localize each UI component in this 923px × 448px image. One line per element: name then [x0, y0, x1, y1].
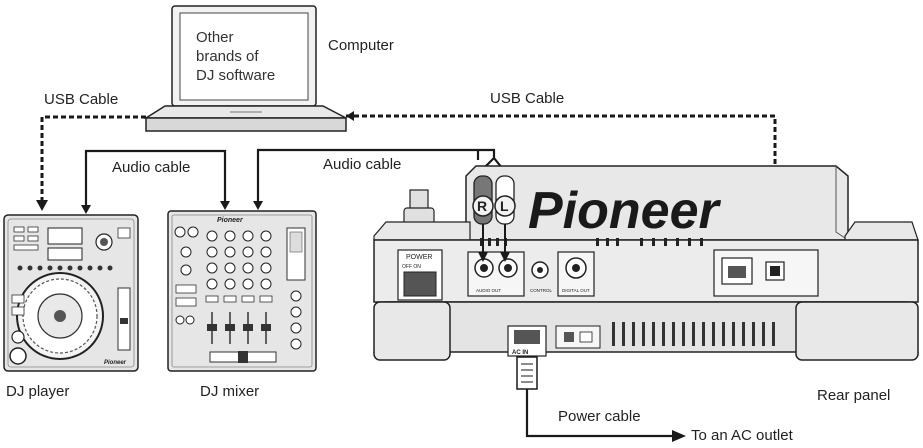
mixer-channel-3: [241, 230, 255, 344]
power-cable: [516, 356, 686, 442]
power-label: POWER: [406, 254, 432, 261]
dj-player: Pioneer: [3, 214, 139, 372]
dj-player-label: DJ player: [6, 383, 70, 400]
usb-cable-left-label: USB Cable: [44, 91, 119, 108]
usb-cable-left: [36, 115, 146, 211]
audio-cable-left-label: Audio cable: [112, 159, 191, 176]
mixer-channel-4: [259, 230, 273, 344]
usb-port: [765, 261, 785, 281]
ac-in-label: AC IN: [512, 350, 528, 356]
rear-panel-device: Pioneer POWER OFF ON: [373, 165, 919, 361]
audio-cable-right-label: Audio cable: [323, 156, 402, 173]
lan-port: [713, 249, 819, 297]
digital-out-jack: DIGITAL OUT: [557, 251, 595, 297]
usb-cable-right-label: USB Cable: [490, 90, 565, 107]
computer-laptop: [143, 5, 347, 132]
mixer-channel-1: [205, 230, 219, 344]
power-switch: POWER OFF ON: [397, 249, 443, 301]
dj-mixer-label: DJ mixer: [200, 383, 260, 400]
mixer-channel-2: [223, 230, 237, 344]
ac-outlet-label: To an AC outlet: [691, 427, 793, 444]
screen-line-1: Other: [196, 29, 234, 46]
laptop-screen-text: Other brands of DJ software: [196, 28, 316, 85]
computer-label: Computer: [328, 37, 394, 54]
rca-left-label: L: [500, 198, 509, 214]
screen-line-3: DJ software: [196, 67, 276, 84]
rca-plugs: R L: [472, 175, 516, 262]
audio-out-jacks: AUDIO OUT: [467, 251, 525, 297]
rear-vent-bottom: [612, 322, 775, 346]
power-off-on-label: OFF ON: [402, 264, 421, 270]
control-jack: CONTROL: [530, 261, 552, 293]
control-label: CONTROL: [530, 288, 552, 293]
power-cable-label: Power cable: [558, 408, 641, 425]
digital-out-label: DIGITAL OUT: [562, 288, 590, 293]
dj-mixer: Pioneer: [167, 210, 317, 372]
player-brand-logo: Pioneer: [104, 360, 127, 366]
rear-brand-logo: Pioneer: [528, 182, 721, 240]
rca-right-label: R: [477, 198, 487, 214]
ac-inlet: AC IN: [507, 325, 547, 357]
screen-line-2: brands of: [196, 48, 259, 65]
rear-panel-label: Rear panel: [817, 387, 891, 404]
mixer-brand-logo: Pioneer: [217, 217, 244, 224]
audio-cable-left: [81, 149, 230, 214]
audio-out-label: AUDIO OUT: [476, 288, 501, 293]
